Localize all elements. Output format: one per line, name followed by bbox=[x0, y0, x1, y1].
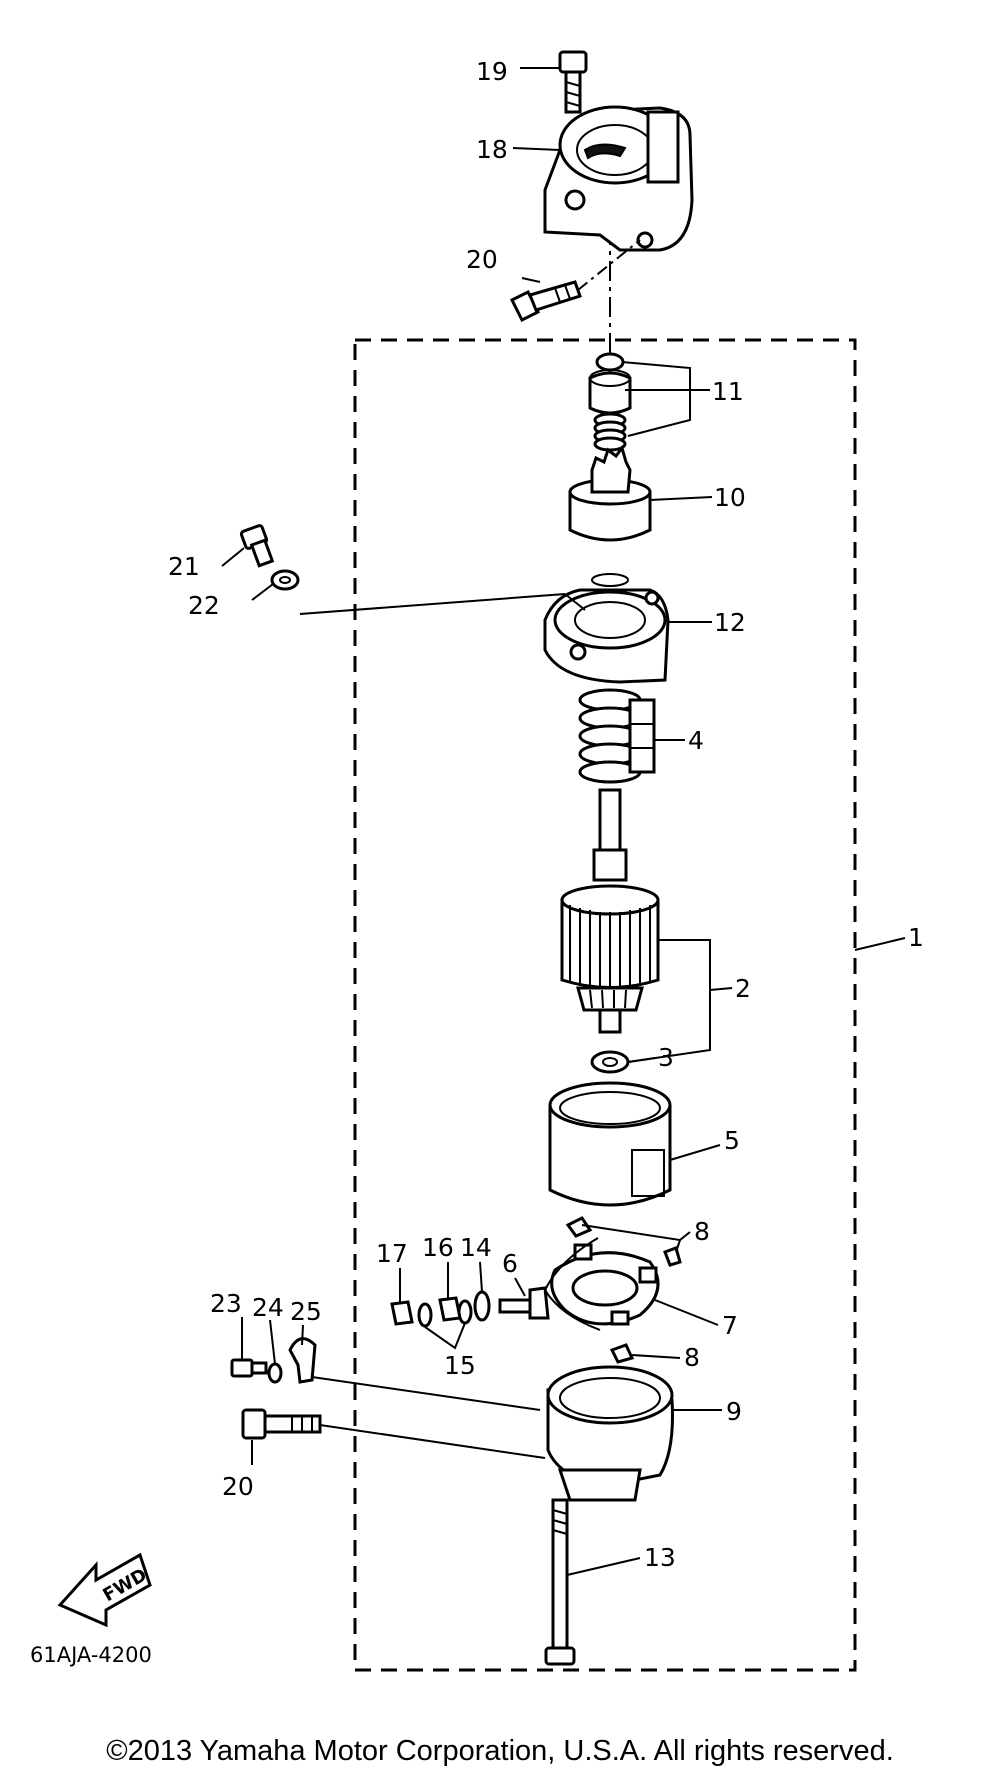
callout-18: 18 bbox=[476, 135, 508, 164]
callout-14: 14 bbox=[460, 1233, 492, 1262]
bolt-20-upper bbox=[509, 239, 641, 323]
callout-23: 23 bbox=[210, 1289, 242, 1318]
clamp-25 bbox=[288, 1337, 317, 1384]
callout-11: 11 bbox=[712, 377, 744, 406]
terminal-6 bbox=[498, 1286, 550, 1320]
brush-holder-set-4 bbox=[578, 688, 656, 784]
screw-8-upper bbox=[565, 1216, 682, 1267]
callout-6: 6 bbox=[502, 1249, 518, 1278]
copyright-notice: ©2013 Yamaha Motor Corporation, U.S.A. A… bbox=[106, 1735, 894, 1767]
brush-plate-7 bbox=[543, 1237, 660, 1331]
callout-labels: 19 18 20 11 10 21 22 12 4 1 2 3 5 8 17 1… bbox=[168, 57, 924, 1572]
callout-4: 4 bbox=[688, 726, 704, 755]
callout-20-upper: 20 bbox=[466, 245, 498, 274]
pinion-gear-10 bbox=[568, 444, 652, 542]
screw-8-lower bbox=[609, 1343, 635, 1364]
callout-22: 22 bbox=[188, 591, 220, 620]
callout-20-lower: 20 bbox=[222, 1472, 254, 1501]
diagram-code: 61AJA-4200 bbox=[30, 1643, 152, 1667]
callout-8-upper: 8 bbox=[694, 1217, 710, 1246]
washer-14 bbox=[473, 1290, 491, 1322]
callout-7: 7 bbox=[722, 1311, 738, 1340]
callout-17: 17 bbox=[376, 1239, 408, 1268]
callout-9: 9 bbox=[726, 1397, 742, 1426]
housing-bracket-18 bbox=[543, 105, 694, 252]
armature-2 bbox=[560, 788, 660, 1034]
callout-10: 10 bbox=[714, 483, 746, 512]
callout-8-lower: 8 bbox=[684, 1343, 700, 1372]
yoke-5 bbox=[548, 1081, 672, 1207]
callout-24: 24 bbox=[252, 1293, 284, 1322]
screw-21 bbox=[239, 524, 275, 568]
callout-19: 19 bbox=[476, 57, 508, 86]
callout-21: 21 bbox=[168, 552, 200, 581]
nut-16 bbox=[438, 1296, 462, 1322]
callout-15: 15 bbox=[444, 1351, 476, 1380]
rear-cover-9 bbox=[546, 1365, 674, 1502]
callout-16: 16 bbox=[422, 1233, 454, 1262]
front-cover-12 bbox=[543, 573, 670, 684]
washer-15-a bbox=[457, 1299, 473, 1325]
washer-3 bbox=[590, 1050, 630, 1074]
callout-25: 25 bbox=[290, 1297, 322, 1326]
nut-17 bbox=[390, 1300, 414, 1326]
bolt-20-lower bbox=[241, 1408, 322, 1440]
pinion-stop-set-11 bbox=[588, 352, 632, 452]
bolt-23 bbox=[230, 1358, 268, 1378]
bolt-19 bbox=[558, 50, 588, 114]
callout-2: 2 bbox=[735, 974, 751, 1003]
callout-12: 12 bbox=[714, 608, 746, 637]
axis-line-bolt20 bbox=[319, 1424, 546, 1459]
callout-13: 13 bbox=[644, 1543, 676, 1572]
fwd-arrow-icon: FWD bbox=[57, 1552, 152, 1628]
callout-5: 5 bbox=[724, 1126, 740, 1155]
assembly-boundary bbox=[353, 338, 857, 1672]
callout-3: 3 bbox=[658, 1043, 674, 1072]
washer-22 bbox=[270, 569, 300, 591]
leader-lines bbox=[221, 67, 906, 1576]
washer-15-b bbox=[417, 1302, 433, 1328]
washer-24 bbox=[267, 1362, 283, 1384]
callout-1: 1 bbox=[908, 923, 924, 952]
through-bolt-13 bbox=[544, 1498, 576, 1666]
axis-line-clamp bbox=[311, 1376, 541, 1411]
